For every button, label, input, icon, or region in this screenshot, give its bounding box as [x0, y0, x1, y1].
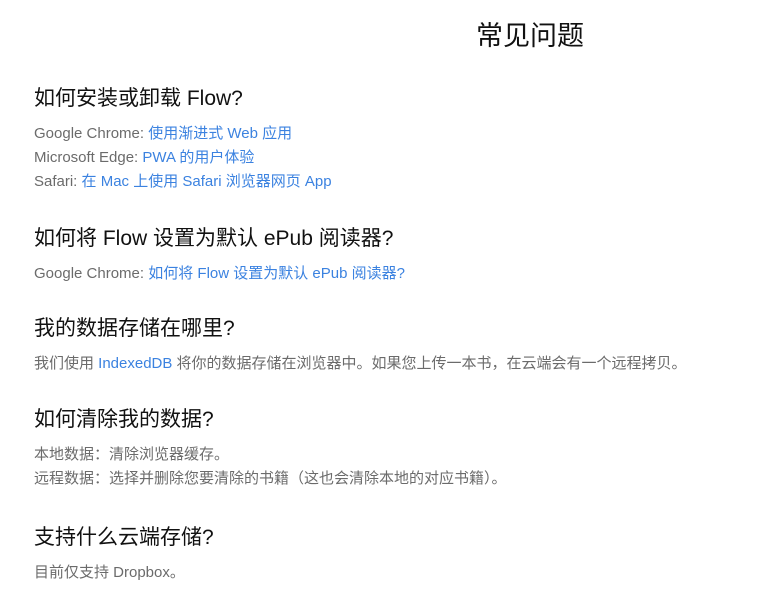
faq-question: 如何清除我的数据? — [34, 408, 214, 431]
indexeddb-link[interactable]: IndexedDB — [98, 355, 173, 372]
faq-question: 支持什么云端存储? — [34, 526, 214, 549]
answer-suffix: 将你的数据存储在浏览器中。如果您上传一本书，在云端会有一个远程拷贝。 — [172, 355, 687, 372]
answer-prefix: Google Chrome: — [34, 265, 149, 282]
faq-question: 如何将 Flow 设置为默认 ePub 阅读器? — [34, 227, 394, 250]
answer-prefix: Google Chrome: — [34, 125, 149, 142]
faq-answer-line: Google Chrome: 如何将 Flow 设置为默认 ePub 阅读器? — [34, 262, 774, 286]
default-reader-link[interactable]: 如何将 Flow 设置为默认 ePub 阅读器? — [148, 265, 405, 282]
answer-text: 目前仅支持 Dropbox。 — [34, 564, 185, 581]
faq-install: 如何安装或卸载 Flow? Google Chrome: 使用渐进式 Web 应… — [34, 84, 774, 194]
faq-clear-data: 如何清除我的数据? 本地数据：清除浏览器缓存。 远程数据：选择并删除您要清除的书… — [34, 405, 774, 491]
faq-answer-line: 本地数据：清除浏览器缓存。 — [34, 443, 774, 467]
faq-answer-line: 远程数据：选择并删除您要清除的书籍（这也会清除本地的对应书籍）。 — [34, 467, 774, 491]
faq-default-reader: 如何将 Flow 设置为默认 ePub 阅读器? Google Chrome: … — [34, 224, 774, 286]
faq-answer-line: Google Chrome: 使用渐进式 Web 应用 — [34, 122, 774, 146]
faq-question: 我的数据存储在哪里? — [34, 317, 235, 340]
chrome-pwa-link[interactable]: 使用渐进式 Web 应用 — [148, 125, 293, 142]
page-title: 常见问题 — [476, 21, 584, 51]
faq-question: 如何安装或卸载 Flow? — [34, 87, 243, 110]
faq-cloud-storage: 支持什么云端存储? 目前仅支持 Dropbox。 — [34, 523, 774, 585]
faq-answer-line: 目前仅支持 Dropbox。 — [34, 561, 774, 585]
answer-prefix: Microsoft Edge: — [34, 149, 143, 166]
faq-answer-line: 我们使用 IndexedDB 将你的数据存储在浏览器中。如果您上传一本书，在云端… — [34, 352, 774, 376]
faq-answer-line: Microsoft Edge: PWA 的用户体验 — [34, 146, 774, 170]
safari-webapp-link[interactable]: 在 Mac 上使用 Safari 浏览器网页 App — [81, 173, 332, 190]
answer-text: 远程数据：选择并删除您要清除的书籍（这也会清除本地的对应书籍）。 — [34, 470, 507, 487]
faq-data-storage: 我的数据存储在哪里? 我们使用 IndexedDB 将你的数据存储在浏览器中。如… — [34, 314, 774, 376]
answer-prefix: Safari: — [34, 173, 82, 190]
answer-text: 本地数据：清除浏览器缓存。 — [34, 446, 230, 463]
answer-prefix: 我们使用 — [34, 355, 99, 372]
edge-pwa-link[interactable]: PWA 的用户体验 — [142, 149, 255, 166]
faq-answer-line: Safari: 在 Mac 上使用 Safari 浏览器网页 App — [34, 170, 774, 194]
